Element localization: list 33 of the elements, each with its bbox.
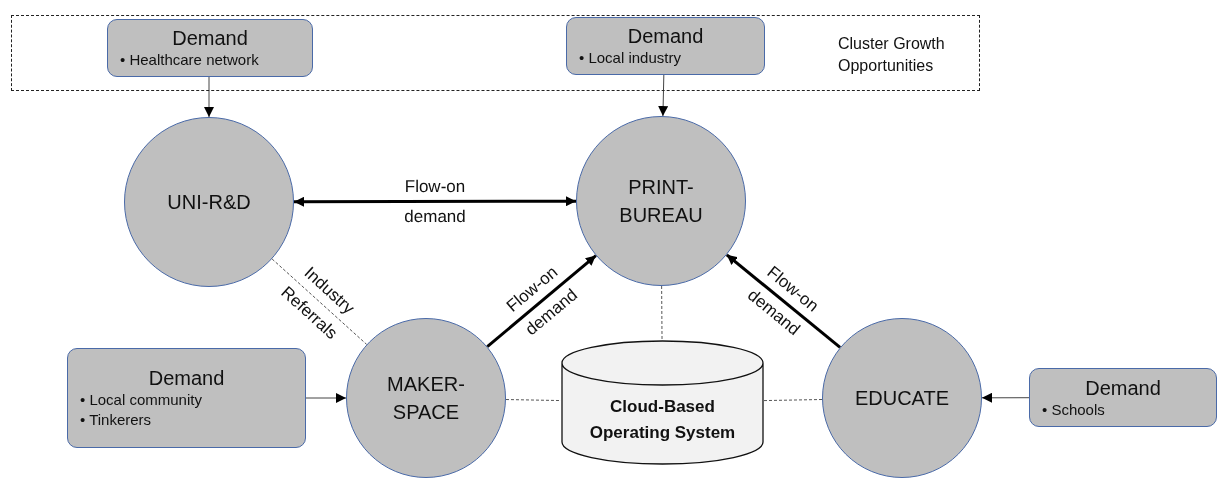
demand-box [67,348,306,448]
demand-box [566,17,765,75]
dashed-connector [505,399,562,402]
node-label: Cloud-Based Operating System [588,395,737,444]
bullet-item: • Schools [1042,399,1106,420]
thick-arrow [725,253,841,349]
bullet-item: • Local industry [579,48,682,68]
node-label: UNI-R&D [166,190,252,215]
node-label: EDUCATE [853,386,951,411]
demand-box [1029,368,1217,427]
node-label: PRINT-BUREAU [618,175,704,228]
bullet-item: • Healthcare network [120,50,260,70]
box-heading: Demand [627,24,704,48]
box-heading: Demand [148,366,225,390]
arrow [204,75,214,118]
box-heading: Demand [172,26,248,50]
node-label: MAKER-SPACE [386,372,466,425]
database-cylinder [561,340,764,465]
thick-arrow [486,254,597,348]
arrow [305,393,347,403]
thick-arrow [294,196,576,207]
arrow [658,73,669,117]
dashed-connector [763,399,823,402]
edge-label: Flow-on demand [403,175,467,228]
dashed-connector [661,285,663,341]
demand-box [107,19,313,77]
box-heading: Demand [1085,375,1161,400]
bullet-item: • Tinkerers [80,410,153,430]
dashed-group-frame [11,15,980,91]
dashed-connector [271,258,368,345]
arrow [981,392,1030,403]
bullet-item: • Local community [80,390,203,410]
group-label: Cluster Growth Opportunities [838,34,946,76]
